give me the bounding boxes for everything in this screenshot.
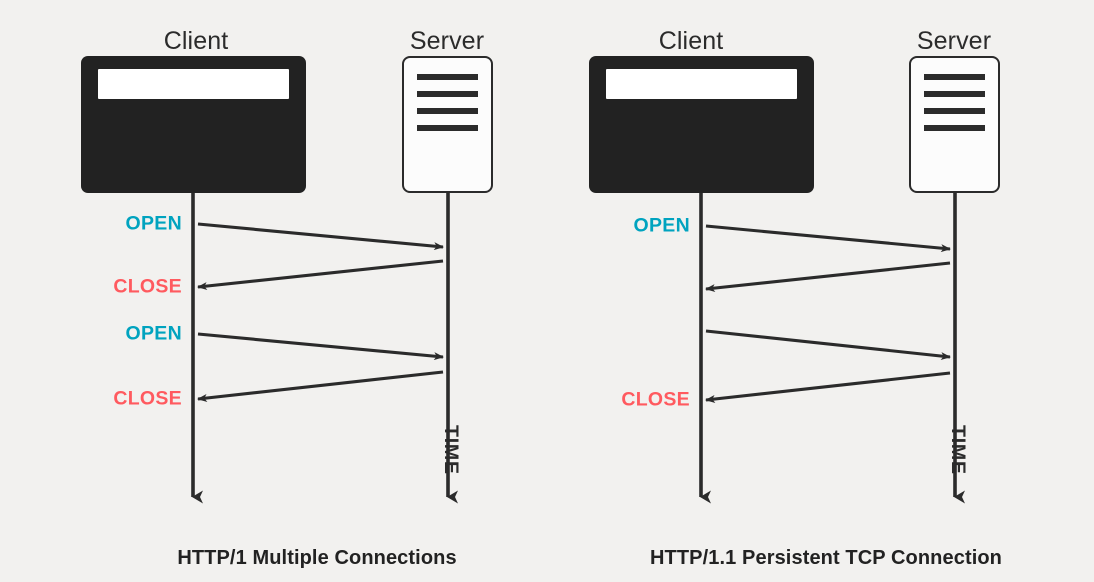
server-doc-line (417, 108, 478, 114)
client-title-http11: Client (658, 27, 724, 55)
message-arrow-s2c-http1-1 (197, 259, 444, 291)
message-label-open-http11-0: OPEN (633, 214, 690, 237)
message-arrow-s2c-http1-3 (197, 370, 444, 402)
message-arrow-s2c-http11-1 (705, 261, 951, 293)
time-axis-label-http1: TIME (440, 425, 462, 475)
message-label-open-http1-2: OPEN (125, 322, 182, 345)
client-address-bar-http11 (605, 69, 798, 99)
server-doc-line (924, 125, 985, 131)
diagram-caption-http11: HTTP/1.1 Persistent TCP Connection (650, 547, 1002, 569)
server-doc-line (417, 125, 478, 131)
server-doc-line (924, 108, 985, 114)
client-title-http1: Client (163, 27, 229, 55)
message-label-close-http11-3: CLOSE (621, 388, 690, 411)
message-arrow-c2s-http11-0 (705, 224, 951, 253)
server-doc-line (924, 91, 985, 97)
time-axis-label-http11: TIME (947, 425, 969, 475)
server-box-http1 (402, 56, 493, 193)
client-box-http1 (81, 56, 306, 193)
message-arrow-c2s-http1-0 (197, 222, 444, 251)
message-label-open-http1-0: OPEN (125, 212, 182, 235)
server-doc-line (924, 74, 985, 80)
server-doc-line (417, 74, 478, 80)
diagram-caption-http1: HTTP/1 Multiple Connections (177, 547, 457, 569)
server-title-http11: Server (916, 27, 992, 55)
server-doc-line (417, 91, 478, 97)
message-arrow-c2s-http11-2 (705, 329, 951, 361)
server-title-http1: Server (409, 27, 485, 55)
server-box-http11 (909, 56, 1000, 193)
message-label-close-http1-3: CLOSE (113, 387, 182, 410)
message-arrow-c2s-http1-2 (197, 332, 444, 361)
message-label-close-http1-1: CLOSE (113, 275, 182, 298)
client-address-bar-http1 (97, 69, 290, 99)
message-arrow-s2c-http11-3 (705, 371, 951, 403)
client-box-http11 (589, 56, 814, 193)
